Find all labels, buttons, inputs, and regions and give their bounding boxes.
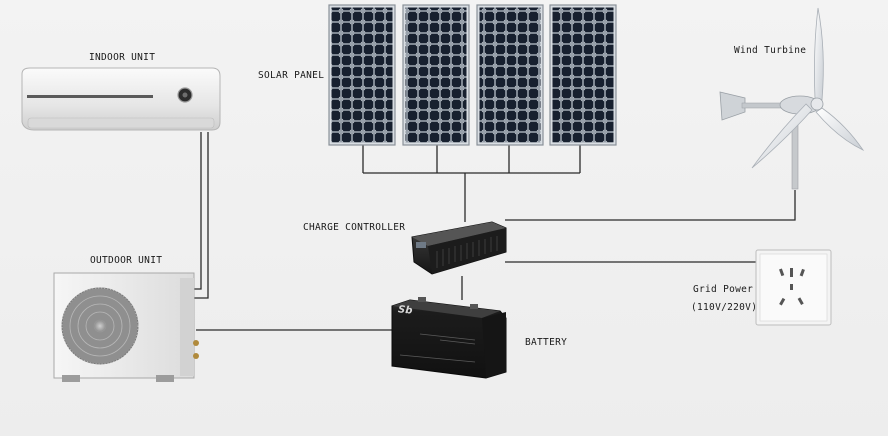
wind-to-controller-wire	[505, 190, 796, 221]
turbine-blade-up	[814, 7, 824, 101]
solar-panel-4	[549, 4, 617, 146]
grid-power-label: Grid Power	[693, 284, 754, 295]
battery	[391, 297, 507, 379]
outdoor-unit	[53, 272, 199, 382]
battery-terminal-negative	[470, 304, 478, 309]
turbine-hub	[810, 97, 824, 111]
charge-controller-label: CHARGE CONTROLLER	[303, 222, 406, 233]
indoor-unit	[21, 67, 221, 131]
outdoor-valve-2	[193, 353, 199, 359]
outdoor-valve-1	[193, 340, 199, 346]
turbine-tail	[719, 91, 746, 121]
turbine-blade-left	[751, 103, 813, 169]
battery-label: BATTERY	[525, 337, 568, 348]
solar-panel-2	[402, 4, 470, 146]
solar-panel-label: SOLAR PANEL	[258, 70, 325, 81]
wiring	[194, 132, 796, 331]
grid-voltage-label: (110V/220V)	[691, 302, 758, 313]
controller-display	[416, 242, 426, 248]
battery-terminal-positive	[418, 297, 426, 302]
solar-panel-3	[476, 4, 544, 146]
indoor-outdoor-wire-a	[194, 132, 202, 290]
wind-turbine	[719, 7, 865, 190]
solar-panel-array	[328, 4, 617, 146]
indoor-unit-label: INDOOR UNIT	[89, 52, 156, 63]
solar-panel-1	[328, 4, 396, 146]
outdoor-unit-label: OUTDOOR UNIT	[90, 255, 163, 266]
charge-controller	[411, 221, 507, 275]
turbine-tower	[791, 124, 799, 190]
grid-power-socket	[755, 249, 832, 326]
wind-turbine-label: Wind Turbine	[734, 45, 807, 56]
indoor-outdoor-wire-b	[194, 132, 209, 299]
battery-logo: Sb	[397, 304, 413, 317]
turbine-blade-right	[815, 107, 865, 152]
